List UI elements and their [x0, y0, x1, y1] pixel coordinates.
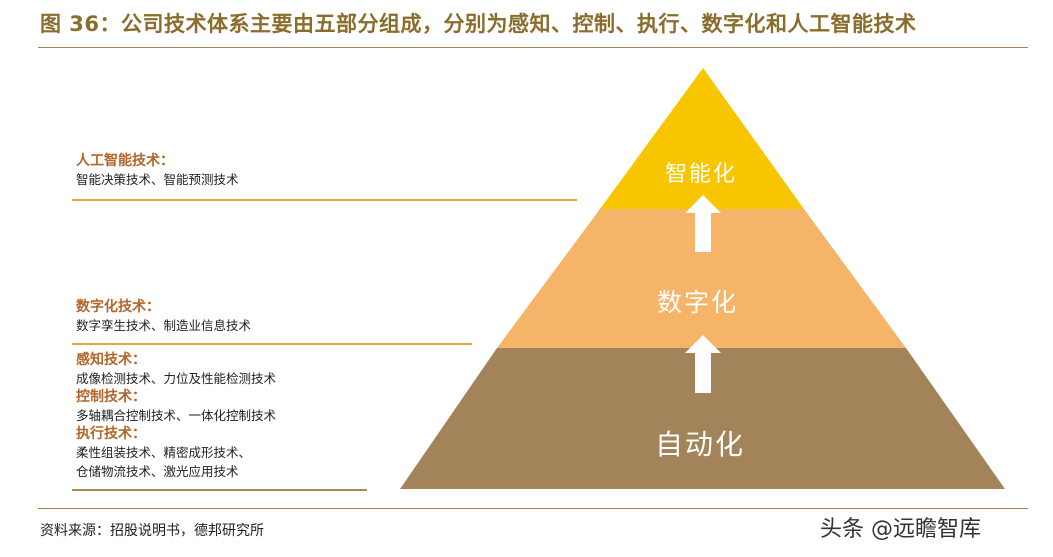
control-tech-desc: 多轴耦合控制技术、一体化控制技术: [76, 408, 277, 423]
digital-tech-heading: 数字化技术：: [76, 299, 160, 315]
bottom-divider: [38, 508, 1028, 510]
layer-label-automation: 自动化: [655, 428, 746, 461]
execution-tech-heading: 执行技术：: [76, 426, 146, 442]
sensing-tech-desc: 成像检测技术、力位及性能检测技术: [76, 371, 277, 386]
digital-tech-underline: [72, 343, 472, 345]
layer-label-intelligent: 智能化: [665, 162, 738, 187]
pyramid-middle-layer: [497, 209, 906, 348]
execution-tech-desc-line2: 仓储物流技术、激光应用技术: [76, 464, 239, 479]
sensing-tech-heading: 感知技术：: [76, 352, 146, 368]
layer-label-digital: 数字化: [657, 288, 739, 317]
ai-tech-heading: 人工智能技术：: [76, 153, 174, 169]
up-arrow-icon: [685, 335, 721, 393]
figure-title: 图 36：公司技术体系主要由五部分组成，分别为感知、控制、执行、数字化和人工智能…: [40, 12, 917, 36]
ai-tech-group: 人工智能技术： 智能决策技术、智能预测技术: [76, 152, 239, 189]
control-tech-heading: 控制技术：: [76, 389, 146, 405]
pyramid-bottom-layer: [400, 348, 1005, 489]
top-divider: [38, 47, 1028, 49]
pyramid-top-layer: [600, 68, 804, 209]
ai-tech-underline: [72, 199, 577, 201]
watermark: 头条 @远瞻智库: [820, 517, 981, 542]
automation-tech-underline: [72, 489, 367, 491]
execution-tech-desc-line1: 柔性组装技术、精密成形技术、: [76, 445, 252, 460]
digital-tech-desc: 数字孪生技术、制造业信息技术: [76, 318, 252, 333]
up-arrow-icon: [685, 195, 721, 252]
digital-tech-group: 数字化技术： 数字孪生技术、制造业信息技术: [76, 298, 251, 335]
automation-tech-group: 感知技术： 成像检测技术、力位及性能检测技术 控制技术： 多轴耦合控制技术、一体…: [76, 351, 276, 481]
ai-tech-desc: 智能决策技术、智能预测技术: [76, 172, 239, 187]
source-note: 资料来源：招股说明书，德邦研究所: [40, 523, 264, 539]
